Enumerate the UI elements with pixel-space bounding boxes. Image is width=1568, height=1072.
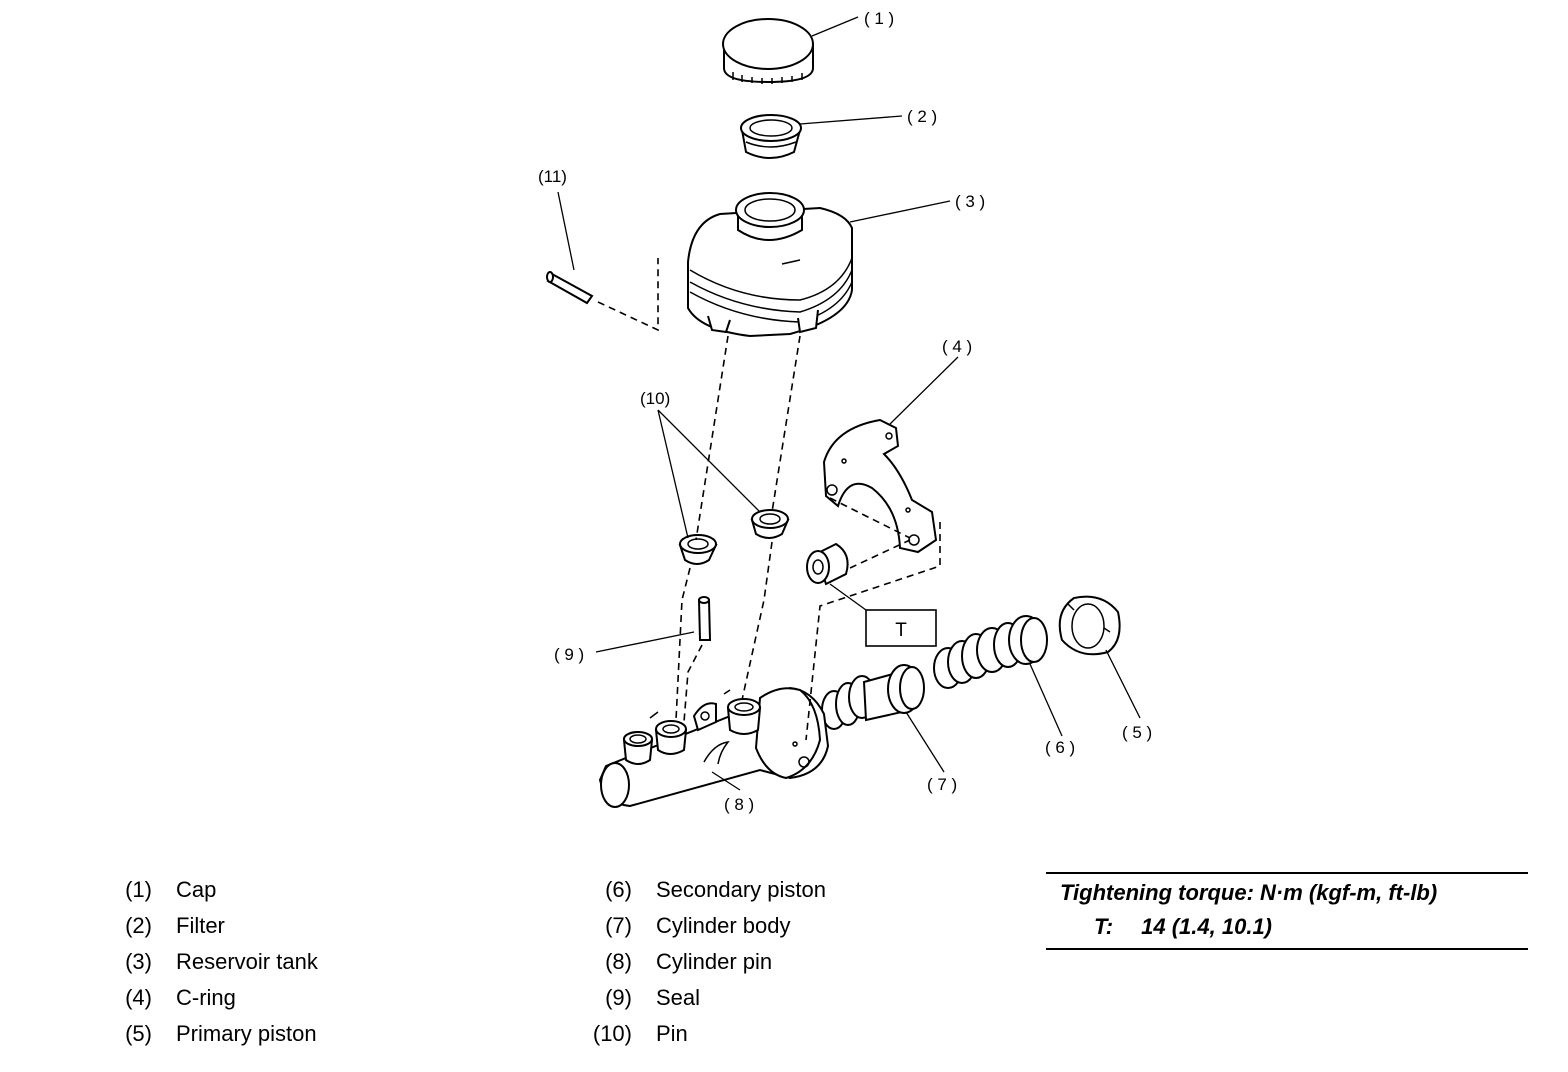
cap-part [722,18,814,84]
legend-number: (6) [605,877,632,902]
legend-name: Seal [656,985,701,1010]
torque-header: Tightening torque: N·m (kgf-m, ft-lb) [1060,880,1438,905]
torque-value: 14 (1.4, 10.1) [1141,914,1273,939]
pin-part-9 [697,596,712,641]
legend-number: (4) [125,985,152,1010]
callout-10: (10) [640,389,670,408]
legend-number: (2) [125,913,152,938]
legend-name: Filter [176,913,225,938]
callout-2: ( 2 ) [907,107,937,126]
callout-11: (11) [538,167,567,186]
legend-item: (10) Pin [578,1020,826,1056]
legend-name: Secondary piston [656,877,826,902]
exploded-parts-diagram: T ( 1 ) ( 2 ) ( 3 ) ( 4 ) ( 5 ) ( 6 ) ( … [538,9,1152,814]
legend-name: Cylinder pin [656,949,773,974]
c-ring-part [822,418,938,554]
reservoir-tank-part [687,192,853,338]
legend-name: Cap [176,877,217,902]
legend-name: Cylinder body [656,913,791,938]
callout-9: ( 9 ) [554,645,584,664]
leader-lines [557,16,1141,791]
assembly-lines [597,258,941,741]
legend-number: (7) [605,913,632,938]
secondary-piston-part [933,615,1048,689]
legend-item: (6) Secondary piston [578,876,826,912]
callout-1: ( 1 ) [864,9,894,28]
cylinder-body-part [821,664,925,730]
callout-3: ( 3 ) [955,192,985,211]
master-cylinder-part [598,686,830,808]
legend-number: (9) [605,985,632,1010]
legend-number: (8) [605,949,632,974]
legend-left: (1) Cap (2) Filter (3) Reservoir tank (4) C-… [98,876,318,1056]
callout-4: ( 4 ) [942,337,972,356]
primary-piston-part [1058,595,1121,656]
torque-row: T: 14 (1.4, 10.1) [1094,914,1272,940]
bushing-part [806,542,849,586]
legend-name: Reservoir tank [176,949,318,974]
legend-number: (3) [125,949,152,974]
torque-spec-table: Tightening torque: N·m (kgf-m, ft-lb) T:… [1046,872,1528,950]
legend-right: (6) Secondary piston (7) Cylinder body (8)… [578,876,826,1056]
seal-part-10 [678,509,790,565]
callout-labels: ( 1 ) ( 2 ) ( 3 ) ( 4 ) ( 5 ) ( 6 ) ( 7 … [538,9,1152,814]
pin-part-11 [546,271,594,305]
legend-number: (5) [125,1021,152,1046]
torque-label: T: [1094,914,1114,939]
callout-5: ( 5 ) [1122,723,1152,742]
filter-part [740,114,802,159]
legend-number: (10) [592,1021,632,1046]
legend-item: (2) Filter [98,912,318,948]
callout-8: ( 8 ) [724,795,754,814]
legend-number: (1) [125,877,152,902]
legend-name: Pin [656,1021,688,1046]
legend-item: (7) Cylinder body [578,912,826,948]
legend-name: C-ring [176,985,236,1010]
legend-item: (1) Cap [98,876,318,912]
legend-name: Primary piston [176,1021,317,1046]
legend-item: (4) C-ring [98,984,318,1020]
torque-mark-label: T [895,620,907,641]
legend-item: (8) Cylinder pin [578,948,826,984]
torque-mark-box [865,609,937,647]
legend-item: (5) Primary piston [98,1020,318,1056]
callout-6: ( 6 ) [1045,738,1075,757]
callout-7: ( 7 ) [927,775,957,794]
legend-item: (3) Reservoir tank [98,948,318,984]
legend-item: (9) Seal [578,984,826,1020]
